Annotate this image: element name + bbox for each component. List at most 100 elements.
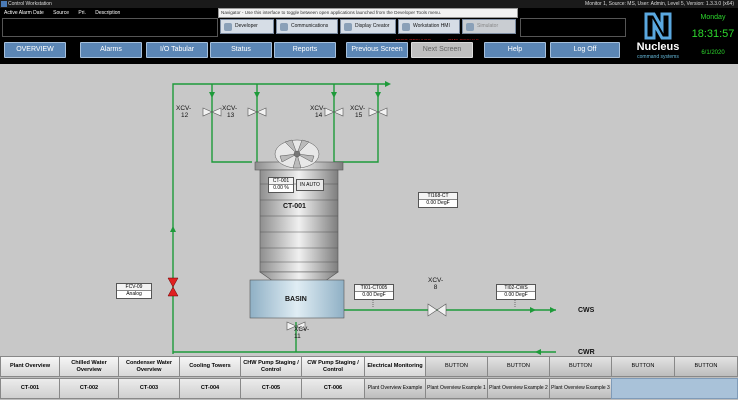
alarm-description-col: Description [95,10,121,16]
xcv11-label: XCV-11 [294,326,310,340]
valve-fcv09 [167,277,179,297]
arrow-xcv12 [209,92,215,98]
cooling-towers-button[interactable]: Cooling Towers [179,356,241,377]
overview-button[interactable]: OVERVIEW [4,42,66,58]
plant-overview-button[interactable]: Plant Overview [0,356,60,377]
io-tabular-button[interactable]: I/O Tabular [146,42,208,58]
help-button[interactable]: Help [484,42,546,58]
arrow-left-up [170,226,176,232]
custom-button-3[interactable]: BUTTON [549,356,612,377]
ti01-ct005-value: 0.00 DegF [355,292,393,299]
title-bar: Control Workstation Monitor 1, Source: M… [0,0,738,8]
clock-time: 18:31:57 [691,28,735,40]
ct-006-button[interactable]: CT-006 [301,378,365,399]
communications-icon [280,23,288,31]
arrow-cws-1 [530,307,536,313]
nucleus-logo-icon [644,12,672,40]
empty-slot [611,378,738,399]
plant-overview-example-button[interactable]: Plant Overview Example [364,378,426,399]
plant-overview-example-3-button[interactable]: Plant Overview Example 3 [549,378,612,399]
cw-pump-staging-button[interactable]: CW Pump Staging / Control [301,356,365,377]
window-title: Control Workstation [8,1,52,7]
cws-label: CWS [578,307,595,314]
next-screen-button: Next Screen [411,42,473,58]
ct-005-button[interactable]: CT-005 [240,378,302,399]
cwr-label: CWR [578,349,595,356]
chilled-water-overview-button[interactable]: Chilled Water Overview [59,356,119,377]
xcv12-label: XCV-12 [176,105,192,119]
ti168-ct-box[interactable]: TI168-CT 0.00 DegF [418,192,458,208]
custom-button-5[interactable]: BUTTON [674,356,738,377]
tab-developer[interactable]: Developer [220,19,274,34]
arrow-header [385,81,391,87]
pipe-right-outer [340,84,379,163]
valves [202,107,447,331]
clock-day: Monday [700,14,726,21]
process-diagram [167,81,556,355]
valve-xcv15 [368,107,388,117]
alarm-list-panel[interactable] [2,18,218,37]
valve-xcv8 [427,303,447,317]
arrow-cwr [535,349,541,355]
status-button[interactable]: Status [210,42,272,58]
header-pipe [172,83,388,339]
fan-value: 0.00 % [269,185,293,192]
ct-001-button[interactable]: CT-001 [0,378,60,399]
previous-screen-button[interactable]: Previous Screen [346,42,408,58]
fcv09-box[interactable]: FCV-09 Analog [116,283,152,299]
ct-003-button[interactable]: CT-003 [118,378,180,399]
simulator-icon [466,23,474,31]
valve-xcv13 [247,107,267,117]
arrow-xcv15 [375,92,381,98]
valve-xcv14 [324,107,344,117]
ct-002-button[interactable]: CT-002 [59,378,119,399]
alarm-header: Active Alarm Date Source Pri. Descriptio… [4,10,128,16]
log-off-button[interactable]: Log Off [550,42,620,58]
alarm-pri-col: Pri. [78,10,86,16]
custom-button-1[interactable]: BUTTON [425,356,488,377]
fcv09-value: Analog [117,291,151,298]
alarm-source-col: Source [53,10,69,16]
fan-mode-badge: IN AUTO [296,179,324,191]
ti02-cws-value: 0.00 DegF [497,292,535,299]
condenser-water-overview-button[interactable]: Condenser Water Overview [118,356,180,377]
ti02-cws-tag: TI02-CWS [497,285,535,292]
plant-overview-example-1-button[interactable]: Plant Overview Example 1 [425,378,488,399]
xcv15-label: XCV-15 [350,105,366,119]
app-icon [1,1,7,7]
tab-workstation-hmi[interactable]: Workstation HMI [398,19,460,34]
navigator-tooltip: Navigator - Use this interface to toggle… [218,8,518,18]
workstation-hmi-icon [402,23,410,31]
display-creator-icon [344,23,352,31]
plant-overview-example-2-button[interactable]: Plant Overview Example 2 [487,378,550,399]
alarm-date-col: Active Alarm Date [4,10,44,16]
aux-panel [520,18,626,37]
ti02-cws-box[interactable]: TI02-CWS 0.00 DegF [496,284,536,300]
xcv13-label: XCV-13 [222,105,238,119]
custom-button-2[interactable]: BUTTON [487,356,550,377]
arrow-xcv14 [331,92,337,98]
ct-004-button[interactable]: CT-004 [179,378,241,399]
alarms-button[interactable]: Alarms [80,42,142,58]
tower-label: CT-001 [283,203,306,210]
fan-speed-box[interactable]: CT-001 0.00 % [268,177,294,193]
sensor-stems [372,300,516,308]
reports-button[interactable]: Reports [274,42,336,58]
tab-communications[interactable]: Communications [276,19,338,34]
header-pipe-return [211,84,252,163]
clock-panel: Monday 18:31:57 6/1/2020 [688,8,738,64]
ti01-ct005-tag: TI01-CT005 [355,285,393,292]
bottom-nav-grid: Plant Overview Chilled Water Overview Co… [0,356,738,400]
custom-button-4[interactable]: BUTTON [611,356,675,377]
logo-name: Nucleus [636,41,680,53]
valve-xcv12 [202,107,222,117]
chw-pump-staging-button[interactable]: CHW Pump Staging / Control [240,356,302,377]
tab-display-creator[interactable]: Display Creator [340,19,396,34]
developer-icon [224,23,232,31]
ti01-ct005-box[interactable]: TI01-CT005 0.00 DegF [354,284,394,300]
xcv8-label: XCV-8 [428,277,444,291]
valve-xcv11 [286,321,306,331]
electrical-monitoring-button[interactable]: Electrical Monitoring [364,356,426,377]
nucleus-logo: Nucleus command systems [628,8,688,64]
logo-subtitle: command systems [637,54,679,60]
